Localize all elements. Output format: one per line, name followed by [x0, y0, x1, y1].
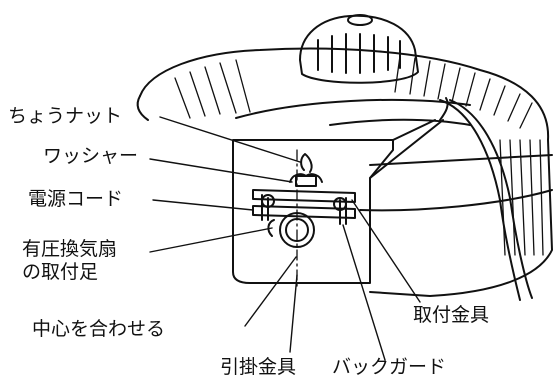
wing-nut-shape	[289, 153, 323, 187]
label-fan-foot-line2: の取付足	[22, 261, 99, 283]
label-power-cord: 電源コード	[28, 188, 124, 210]
leader-lines	[149, 116, 421, 361]
label-washer: ワッシャー	[43, 145, 139, 167]
motor-housing	[299, 14, 419, 84]
label-wing-nut: ちょうナット	[8, 105, 123, 127]
fan-body	[136, 47, 553, 297]
detail-frame	[232, 119, 444, 284]
label-fan-foot-line1: 有圧換気扇	[22, 238, 118, 260]
label-mount: 取付金具	[413, 304, 490, 326]
label-back-guard: バックガード	[332, 356, 447, 378]
label-center: 中心を合わせる	[32, 318, 166, 340]
label-hook: 引掛金具	[220, 356, 297, 378]
hook-ring	[267, 212, 315, 248]
washer-plates	[252, 189, 356, 225]
hanging-cord	[439, 97, 533, 301]
